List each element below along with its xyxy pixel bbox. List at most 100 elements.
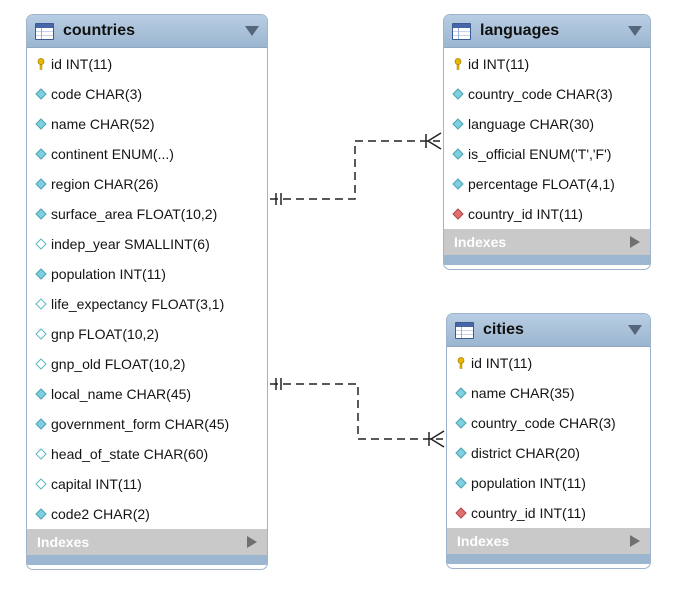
filled-diamond-icon bbox=[452, 148, 464, 160]
many-crowfoot bbox=[430, 438, 445, 448]
column-label: country_code CHAR(3) bbox=[471, 415, 616, 431]
column-row[interactable]: country_code CHAR(3) bbox=[447, 408, 650, 438]
foreign-key-diamond-icon bbox=[452, 208, 464, 220]
relationship-countries-languages[interactable] bbox=[270, 132, 442, 205]
column-label: id INT(11) bbox=[51, 56, 113, 72]
column-row[interactable]: country_code CHAR(3) bbox=[444, 79, 650, 109]
indexes-label: Indexes bbox=[457, 533, 510, 549]
column-label: surface_area FLOAT(10,2) bbox=[51, 206, 218, 222]
column-row[interactable]: country_id INT(11) bbox=[447, 498, 650, 528]
table-title: languages bbox=[480, 22, 560, 39]
table-title: cities bbox=[483, 321, 524, 338]
indexes-section[interactable]: Indexes bbox=[27, 529, 267, 555]
many-crowfoot bbox=[427, 140, 442, 150]
key-icon bbox=[37, 58, 45, 70]
column-label: local_name CHAR(45) bbox=[51, 386, 192, 402]
indexes-label: Indexes bbox=[454, 234, 507, 250]
filled-diamond-icon bbox=[35, 508, 47, 520]
table-footer bbox=[447, 554, 650, 564]
many-crowfoot bbox=[430, 430, 445, 440]
filled-diamond-icon bbox=[35, 268, 47, 280]
column-label: gnp_old FLOAT(10,2) bbox=[51, 356, 186, 372]
connector-line bbox=[270, 383, 443, 440]
column-label: district CHAR(20) bbox=[471, 445, 580, 461]
column-label: country_id INT(11) bbox=[468, 206, 583, 222]
column-label: code2 CHAR(2) bbox=[51, 506, 150, 522]
column-row[interactable]: population INT(11) bbox=[447, 468, 650, 498]
column-label: country_code CHAR(3) bbox=[468, 86, 613, 102]
indexes-label: Indexes bbox=[37, 534, 90, 550]
relationship-countries-cities[interactable] bbox=[270, 378, 445, 448]
column-list: id INT(11) name CHAR(35) country_code CHAR… bbox=[447, 347, 650, 528]
indexes-section[interactable]: Indexes bbox=[447, 528, 650, 554]
column-row[interactable]: name CHAR(52) bbox=[27, 109, 267, 139]
filled-diamond-icon bbox=[35, 178, 47, 190]
column-row[interactable]: government_form CHAR(45) bbox=[27, 409, 267, 439]
column-label: country_id INT(11) bbox=[471, 505, 586, 521]
column-row[interactable]: indep_year SMALLINT(6) bbox=[27, 229, 267, 259]
column-row[interactable]: district CHAR(20) bbox=[447, 438, 650, 468]
table-footer bbox=[27, 555, 267, 565]
table-countries[interactable]: countries id INT(11) code CHAR(3)name CHA… bbox=[26, 14, 268, 570]
table-title: countries bbox=[63, 22, 136, 39]
column-label: id INT(11) bbox=[468, 56, 530, 72]
column-row[interactable]: id INT(11) bbox=[444, 49, 650, 79]
column-label: region CHAR(26) bbox=[51, 176, 159, 192]
column-label: indep_year SMALLINT(6) bbox=[51, 236, 210, 252]
column-label: population INT(11) bbox=[51, 266, 166, 282]
column-label: percentage FLOAT(4,1) bbox=[468, 176, 615, 192]
hollow-diamond-icon bbox=[35, 328, 47, 340]
column-row[interactable]: name CHAR(35) bbox=[447, 378, 650, 408]
column-row[interactable]: head_of_state CHAR(60) bbox=[27, 439, 267, 469]
hollow-diamond-icon bbox=[35, 238, 47, 250]
column-row[interactable]: percentage FLOAT(4,1) bbox=[444, 169, 650, 199]
expand-arrow-icon[interactable] bbox=[630, 535, 640, 547]
column-label: population INT(11) bbox=[471, 475, 586, 491]
filled-diamond-icon bbox=[452, 88, 464, 100]
column-row[interactable]: surface_area FLOAT(10,2) bbox=[27, 199, 267, 229]
column-label: name CHAR(35) bbox=[471, 385, 575, 401]
expand-arrow-icon[interactable] bbox=[630, 236, 640, 248]
column-row[interactable]: language CHAR(30) bbox=[444, 109, 650, 139]
filled-diamond-icon bbox=[35, 208, 47, 220]
column-row[interactable]: id INT(11) bbox=[447, 348, 650, 378]
collapse-arrow-icon[interactable] bbox=[628, 325, 642, 335]
table-languages[interactable]: languages id INT(11) country_code CHAR(3)… bbox=[443, 14, 651, 270]
column-row[interactable]: region CHAR(26) bbox=[27, 169, 267, 199]
column-row[interactable]: life_expectancy FLOAT(3,1) bbox=[27, 289, 267, 319]
table-cities[interactable]: cities id INT(11) name CHAR(35) country_co… bbox=[446, 313, 651, 569]
column-label: gnp FLOAT(10,2) bbox=[51, 326, 159, 342]
column-row[interactable]: country_id INT(11) bbox=[444, 199, 650, 229]
filled-diamond-icon bbox=[35, 388, 47, 400]
column-row[interactable]: continent ENUM(...) bbox=[27, 139, 267, 169]
table-icon bbox=[455, 321, 474, 339]
many-crowfoot bbox=[427, 132, 442, 142]
column-list: id INT(11) code CHAR(3)name CHAR(52) conti… bbox=[27, 48, 267, 529]
column-row[interactable]: code CHAR(3) bbox=[27, 79, 267, 109]
filled-diamond-icon bbox=[455, 387, 467, 399]
column-label: continent ENUM(...) bbox=[51, 146, 174, 162]
column-row[interactable]: gnp FLOAT(10,2) bbox=[27, 319, 267, 349]
column-label: life_expectancy FLOAT(3,1) bbox=[51, 296, 225, 312]
collapse-arrow-icon[interactable] bbox=[628, 26, 642, 36]
filled-diamond-icon bbox=[455, 417, 467, 429]
filled-diamond-icon bbox=[35, 118, 47, 130]
key-icon bbox=[454, 58, 462, 70]
column-row[interactable]: id INT(11) bbox=[27, 49, 267, 79]
expand-arrow-icon[interactable] bbox=[247, 536, 257, 548]
hollow-diamond-icon bbox=[35, 478, 47, 490]
table-header[interactable]: languages bbox=[444, 15, 650, 48]
table-header[interactable]: cities bbox=[447, 314, 650, 347]
column-row[interactable]: local_name CHAR(45) bbox=[27, 379, 267, 409]
connector-line bbox=[270, 140, 440, 200]
column-row[interactable]: capital INT(11) bbox=[27, 469, 267, 499]
column-row[interactable]: is_official ENUM('T','F') bbox=[444, 139, 650, 169]
table-header[interactable]: countries bbox=[27, 15, 267, 48]
filled-diamond-icon bbox=[452, 118, 464, 130]
column-row[interactable]: gnp_old FLOAT(10,2) bbox=[27, 349, 267, 379]
indexes-section[interactable]: Indexes bbox=[444, 229, 650, 255]
column-row[interactable]: population INT(11) bbox=[27, 259, 267, 289]
column-row[interactable]: code2 CHAR(2) bbox=[27, 499, 267, 529]
filled-diamond-icon bbox=[35, 88, 47, 100]
collapse-arrow-icon[interactable] bbox=[245, 26, 259, 36]
